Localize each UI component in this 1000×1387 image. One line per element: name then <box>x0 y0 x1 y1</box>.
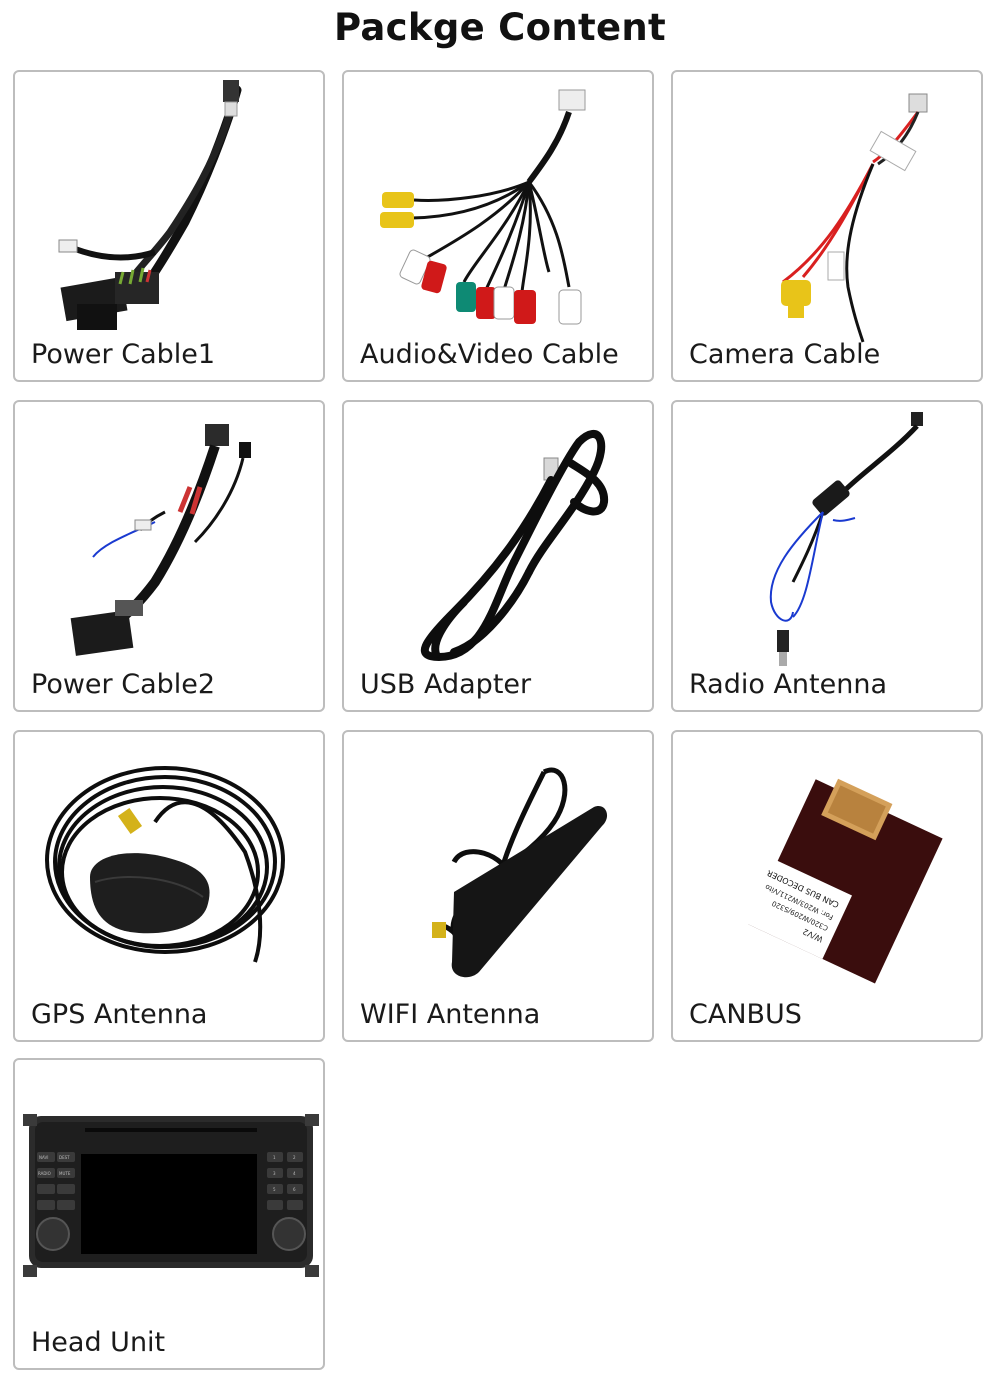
item-label: GPS Antenna <box>31 999 208 1030</box>
item-card-gps-antenna: GPS Antenna <box>13 730 325 1042</box>
car-stereo-head-unit-icon: NAVI DEST RADIO MUTE 1 2 3 4 5 6 <box>15 1060 323 1368</box>
item-label: Radio Antenna <box>689 669 888 700</box>
head-unit-btn-label: RADIO <box>38 1171 51 1176</box>
item-card-head-unit: NAVI DEST RADIO MUTE 1 2 3 4 5 6 Head Un… <box>13 1058 325 1370</box>
head-unit-btn-label: 4 <box>293 1171 296 1176</box>
item-label: CANBUS <box>689 999 802 1030</box>
head-unit-btn-label: DEST <box>59 1155 70 1160</box>
head-unit-btn-label: 1 <box>273 1155 276 1160</box>
power-cable-harness-icon <box>15 72 323 380</box>
page-title: Packge Content <box>333 6 666 49</box>
usb-cable-icon <box>344 402 652 710</box>
canbus-decoder-icon: W/V2 C320/W209/S320 For: W203/W211/Vito … <box>673 732 981 1040</box>
item-label: Power Cable1 <box>31 339 216 370</box>
item-label: WIFI Antenna <box>360 999 541 1030</box>
head-unit-btn-label: 2 <box>293 1155 296 1160</box>
head-unit-btn-label: 5 <box>273 1187 276 1192</box>
item-card-radio-antenna: Radio Antenna <box>671 400 983 712</box>
item-card-camera-cable: Camera Cable <box>671 70 983 382</box>
item-card-usb-adapter: USB Adapter <box>342 400 654 712</box>
gps-antenna-icon <box>15 732 323 1040</box>
item-card-power-cable2: Power Cable2 <box>13 400 325 712</box>
wifi-antenna-icon <box>344 732 652 1040</box>
item-label: Head Unit <box>31 1327 166 1358</box>
head-unit-btn-label: 3 <box>273 1171 276 1176</box>
radio-antenna-adapter-icon <box>673 402 981 710</box>
head-unit-btn-label: MUTE <box>59 1171 71 1176</box>
head-unit-btn-label: 6 <box>293 1187 296 1192</box>
item-card-power-cable1: Power Cable1 <box>13 70 325 382</box>
item-label: Camera Cable <box>689 339 881 370</box>
item-label: USB Adapter <box>360 669 532 700</box>
item-label: Audio&Video Cable <box>360 339 619 370</box>
rca-av-cable-icon <box>344 72 652 380</box>
item-card-canbus: W/V2 C320/W209/S320 For: W203/W211/Vito … <box>671 730 983 1042</box>
camera-cable-icon <box>673 72 981 380</box>
power-cable-harness-icon <box>15 402 323 710</box>
item-label: Power Cable2 <box>31 669 216 700</box>
item-card-audio-video-cable: Audio&Video Cable <box>342 70 654 382</box>
item-card-wifi-antenna: WIFI Antenna <box>342 730 654 1042</box>
head-unit-btn-label: NAVI <box>39 1155 48 1160</box>
